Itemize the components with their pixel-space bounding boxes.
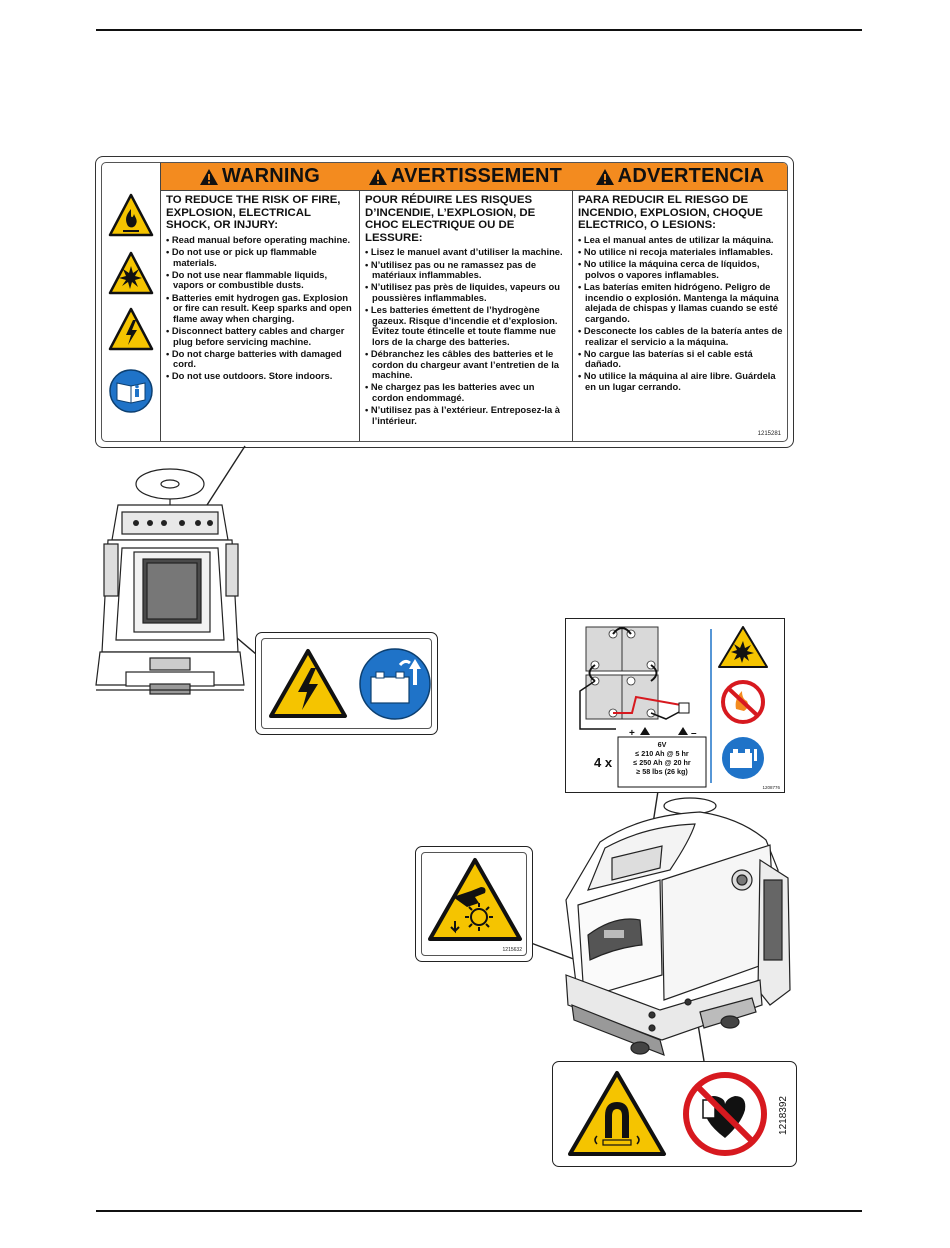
list-item: No utilice la máquina cerca de líquidos,… <box>578 258 783 280</box>
list-item: Batteries emit hydrogen gas. Explosion o… <box>166 292 355 325</box>
magnetic-field-warning-label: 1218392 <box>552 1061 797 1167</box>
no-open-flame-icon <box>721 680 765 724</box>
list-item: No utilice la máquina al aire libre. Guá… <box>578 371 783 392</box>
part-number: 1215281 <box>757 431 781 437</box>
battery-spec: 6V ≤ 210 Ah @ 5 hr ≤ 250 Ah @ 20 hr ≥ 58… <box>618 740 706 776</box>
spec-line: ≤ 210 Ah @ 5 hr <box>635 749 689 758</box>
header-advertencia: ADVERTENCIA <box>572 163 787 190</box>
label-frame: 1215632 <box>421 852 527 956</box>
column-heading: POUR RÉDUIRE LES RISQUES D’INCENDIE, L’E… <box>365 194 536 244</box>
machine-rear-view <box>95 468 245 695</box>
top-rule <box>96 29 862 31</box>
warning-column-english: TO REDUCE THE RISK OF FIRE, EXPLOSION, E… <box>161 191 359 441</box>
list-item: N’utilisez pas près de liquides, vapeurs… <box>365 281 568 303</box>
magnetic-field-hazard-icon <box>568 1071 666 1156</box>
list-item: N’utilisez pas à l’extérieur. Entreposez… <box>365 404 568 426</box>
fire-hazard-icon <box>108 193 154 237</box>
battery-quantity: 4 x <box>594 755 613 770</box>
explosion-hazard-icon <box>108 251 154 295</box>
no-pacemaker-icon <box>683 1072 767 1156</box>
electrical-hazard-icon <box>269 649 347 718</box>
machine-front-view <box>565 797 791 1056</box>
warning-column-spanish: PARA REDUCIR EL RIESGO DE INCENDIO, EXPL… <box>572 191 787 441</box>
column-heading: PARA REDUCIR EL RIESGO DE INCENDIO, EXPL… <box>578 194 763 232</box>
disconnect-battery-icon <box>359 648 431 720</box>
list-item: Lea el manual antes de utilizar la máqui… <box>578 234 783 246</box>
spec-line: ≤ 250 Ah @ 20 hr <box>633 758 691 767</box>
battery-wiring-diagram <box>579 626 768 788</box>
warning-list: Lea el manual antes de utilizar la máqui… <box>578 234 783 393</box>
alert-triangle-icon <box>199 168 218 185</box>
warning-column-french: POUR RÉDUIRE LES RISQUES D’INCENDIE, L’E… <box>359 191 572 441</box>
list-item: Do not use near flammable liquids, vapor… <box>166 269 355 291</box>
column-heading: TO REDUCE THE RISK OF FIRE, EXPLOSION, E… <box>166 194 341 232</box>
warning-list: Read manual before operating machine. Do… <box>166 234 355 382</box>
list-item: Disconnect battery cables and charger pl… <box>166 325 355 347</box>
disconnect-battery-icon <box>722 737 764 779</box>
list-item: Lisez le manuel avant d’utiliser la mach… <box>365 247 568 258</box>
list-item: Do not use outdoors. Store indoors. <box>166 371 355 382</box>
part-number: 1208776 <box>762 785 780 790</box>
list-item: N’utilisez pas ou ne ramassez pas de mat… <box>365 259 568 281</box>
warning-label-frame: WARNING AVERTISSEMENT ADVERTENCIA TO RED… <box>101 162 788 442</box>
warning-icon-column <box>102 163 161 441</box>
warning-list: Lisez le manuel avant d’utiliser la mach… <box>365 247 568 426</box>
list-item: Las baterías emiten hidrógeno. Peligro d… <box>578 281 783 324</box>
explosion-hazard-icon <box>718 626 768 668</box>
rotating-brush-hazard-icon <box>428 858 522 941</box>
list-item: Ne chargez pas les batteries avec un cor… <box>365 382 568 403</box>
read-manual-icon <box>109 369 153 413</box>
rotating-brush-hazard-label: 1215632 <box>415 846 533 962</box>
part-number-vertical: 1218392 <box>777 1078 789 1152</box>
polarity-plus: + <box>629 728 635 739</box>
spec-line: 6V <box>657 740 667 749</box>
polarity-minus: – <box>691 728 697 739</box>
safety-warning-label: WARNING AVERTISSEMENT ADVERTENCIA TO RED… <box>95 156 794 448</box>
list-item: Read manual before operating machine. <box>166 234 355 246</box>
spec-line: ≥ 58 lbs (26 kg) <box>636 767 688 776</box>
part-number: 1218392 <box>777 1095 789 1135</box>
list-item: Do not charge batteries with damaged cor… <box>166 348 355 370</box>
battery-configuration-label: + – 4 x 6V ≤ 210 Ah @ 5 hr ≤ 250 Ah @ 20… <box>565 618 785 793</box>
electrical-hazard-icon <box>108 307 154 351</box>
header-warning: WARNING <box>161 163 358 190</box>
alert-triangle-icon <box>595 168 614 185</box>
list-item: Do not use or pick up flammable material… <box>166 246 355 268</box>
list-item: Les batteries émettent de l’hydrogène ga… <box>365 304 568 347</box>
list-item: No utilice ni recoja materiales inflamab… <box>578 246 783 258</box>
list-item: Débranchez les câbles des batteries et l… <box>365 348 568 381</box>
list-item: No cargue las baterías si el cable está … <box>578 348 783 370</box>
electrical-battery-label <box>255 632 438 735</box>
label-frame <box>261 638 432 729</box>
warning-header-bar: WARNING AVERTISSEMENT ADVERTENCIA <box>161 163 787 191</box>
header-avertissement: AVERTISSEMENT <box>359 163 571 190</box>
list-item: Desconecte los cables de la batería ante… <box>578 325 783 347</box>
alert-triangle-icon <box>368 168 387 185</box>
bottom-rule <box>96 1210 862 1212</box>
part-number: 1215632 <box>502 947 522 953</box>
